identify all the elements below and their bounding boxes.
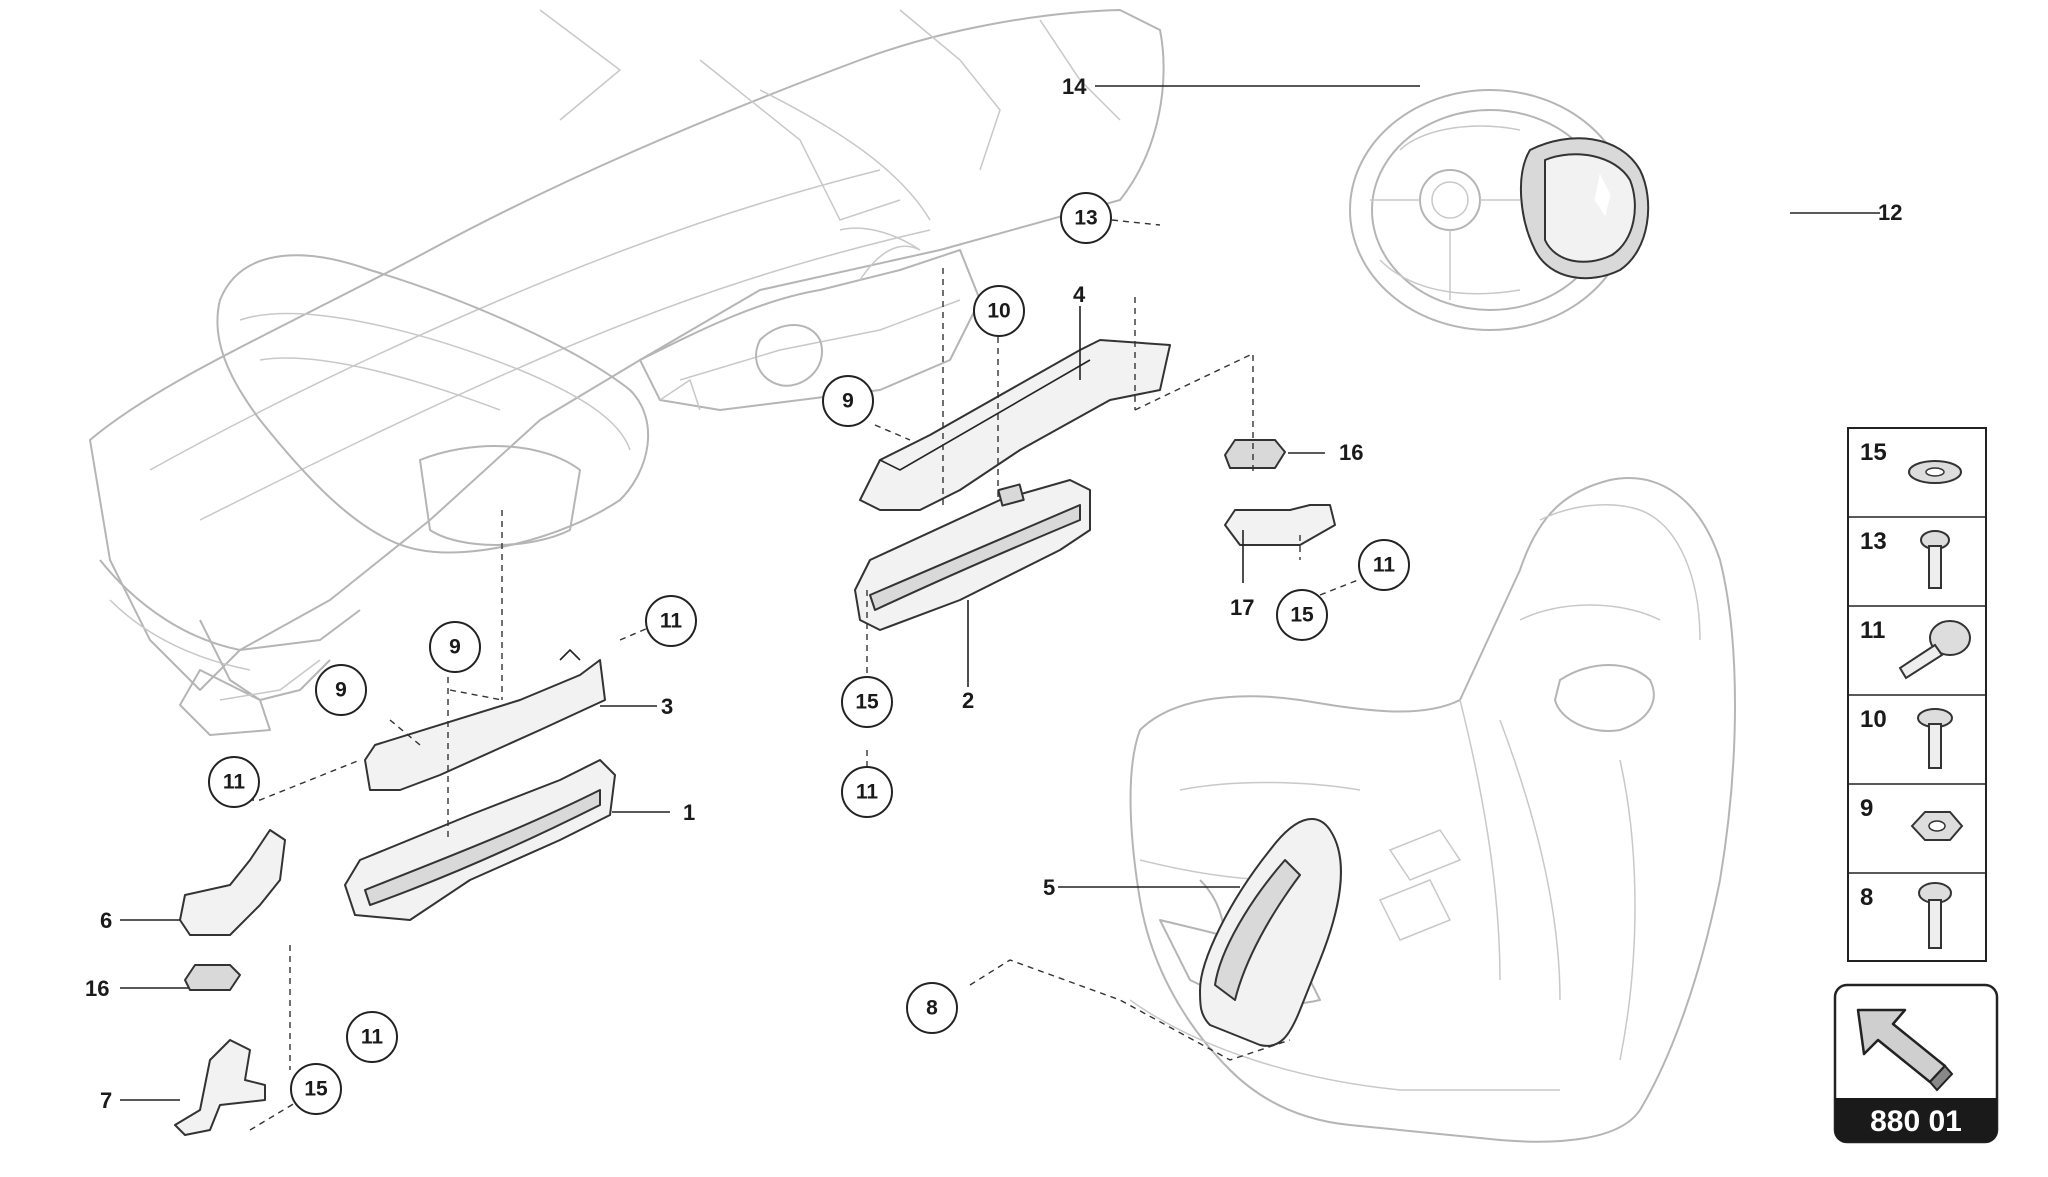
dashed-reference-lines	[237, 219, 1359, 1131]
label-2: 2	[962, 688, 974, 713]
seat-background-illustration	[1129, 477, 1736, 1143]
bracket-part-3	[364, 659, 606, 791]
callout-11-center: 11	[841, 766, 893, 818]
screw-icon	[1920, 530, 1950, 589]
bracket-part-4	[859, 339, 1171, 511]
svg-text:11: 11	[660, 610, 683, 633]
svg-text:8: 8	[926, 997, 938, 1020]
table-number-15: 15	[1860, 439, 1887, 466]
svg-text:9: 9	[335, 679, 347, 702]
table-number-9: 9	[1860, 795, 1873, 822]
svg-text:15: 15	[1290, 604, 1314, 627]
svg-text:9: 9	[842, 390, 854, 413]
svg-text:11: 11	[856, 781, 879, 804]
steering-wheel-illustration	[1349, 89, 1650, 331]
label-4: 4	[1073, 282, 1086, 307]
label-7: 7	[100, 1088, 112, 1113]
svg-text:9: 9	[449, 636, 461, 659]
table-number-13: 13	[1860, 528, 1887, 555]
label-16-upper: 16	[1339, 440, 1363, 465]
label-5: 5	[1043, 875, 1055, 900]
label-17: 17	[1230, 595, 1254, 620]
arrow-icon	[1856, 1008, 1954, 1092]
bolt-icon	[1898, 620, 1971, 680]
dashboard-background-illustration	[89, 9, 1165, 736]
svg-text:10: 10	[987, 300, 1010, 323]
part-number-labels: 1 2 3 4 5 6 7 12 14 16 16 17	[85, 74, 1902, 1113]
svg-text:11: 11	[223, 771, 246, 794]
diagram-code-badge: 880 01	[1833, 983, 1999, 1144]
callout-11-upper-left: 11	[645, 595, 697, 647]
screw-icon	[1917, 708, 1953, 769]
callout-8: 8	[906, 982, 958, 1034]
callout-15-bottom: 15	[290, 1063, 342, 1115]
clip-part-16-lower	[184, 964, 241, 991]
svg-text:11: 11	[361, 1026, 384, 1049]
callout-15-center: 15	[841, 676, 893, 728]
screw-icon	[1918, 882, 1952, 949]
label-3: 3	[661, 694, 673, 719]
callout-11-left: 11	[208, 756, 260, 808]
table-number-8: 8	[1860, 884, 1873, 911]
callout-13: 13	[1060, 192, 1112, 244]
bracket-part-7	[174, 1039, 266, 1136]
leader-lines	[120, 85, 1880, 1101]
svg-text:11: 11	[1373, 554, 1396, 577]
svg-text:13: 13	[1074, 207, 1097, 230]
callout-11-bottom: 11	[346, 1011, 398, 1063]
clip-part-16-upper	[1224, 439, 1286, 469]
washer-icon	[1908, 460, 1962, 484]
callout-10: 10	[973, 285, 1025, 337]
label-6: 6	[100, 908, 112, 933]
diagram-code: 880 01	[1870, 1105, 1962, 1138]
callout-11-right: 11	[1358, 539, 1410, 591]
label-1: 1	[683, 800, 695, 825]
table-number-10: 10	[1860, 706, 1887, 733]
svg-text:15: 15	[855, 691, 879, 714]
label-12: 12	[1878, 200, 1902, 225]
callout-15-right: 15	[1276, 589, 1328, 641]
circled-callouts: 9 10 15 11 11 15 13 11 9 9 11 11 15 8	[208, 192, 1410, 1115]
bracket-part-17	[1224, 504, 1336, 546]
hardware-legend-table: 15 13 11 10 9 8	[1847, 427, 1987, 962]
table-number-11: 11	[1860, 617, 1885, 644]
bracket-part-6	[179, 829, 286, 936]
callout-9-middle: 9	[429, 621, 481, 673]
label-16-lower: 16	[85, 976, 109, 1001]
callout-9-left: 9	[315, 664, 367, 716]
svg-text:15: 15	[304, 1078, 328, 1101]
nut-icon	[1910, 811, 1964, 841]
callout-9-top: 9	[822, 375, 874, 427]
side-airbag-part-5	[1199, 818, 1342, 1047]
label-14: 14	[1062, 74, 1087, 99]
